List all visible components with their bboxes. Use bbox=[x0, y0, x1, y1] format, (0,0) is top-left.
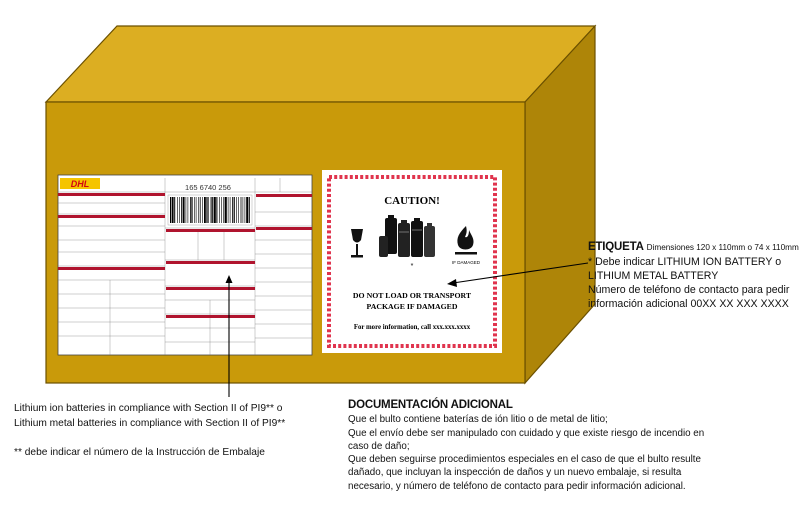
flammable-flame-icon bbox=[455, 226, 477, 255]
barcode-bar bbox=[212, 197, 214, 223]
lithium-line: Lithium ion batteries in compliance with… bbox=[14, 403, 283, 414]
etiqueta-title: ETIQUETA bbox=[588, 241, 644, 253]
package-diagram: DHL 165 6740 256 CAUTION! bbox=[44, 24, 597, 397]
barcode-bar bbox=[238, 197, 239, 223]
etiqueta-line: Número de teléfono de contacto para pedi… bbox=[588, 284, 790, 296]
documentacion-line: dañado, que incluyan la inspección de da… bbox=[348, 467, 682, 479]
barcode-bar bbox=[233, 197, 235, 223]
packing-instruction-footnote: ** debe indicar el número de la Instrucc… bbox=[14, 447, 265, 458]
barcode-bar bbox=[179, 197, 180, 223]
barcode-bar bbox=[174, 197, 176, 223]
barcode-bar bbox=[200, 197, 201, 223]
hatched-border bbox=[327, 175, 497, 348]
barcode-bar bbox=[202, 197, 203, 223]
etiqueta-dimensions: Dimensiones 120 x 110mm o 74 x 110mm bbox=[646, 243, 799, 252]
form-section-band bbox=[166, 287, 255, 290]
info-phone-line: For more information, call xxx.xxx.xxxx bbox=[354, 324, 471, 331]
barcode-bar bbox=[187, 197, 189, 223]
barcode-bar bbox=[242, 197, 244, 223]
barcode-bar bbox=[190, 197, 191, 223]
barcode-bar bbox=[177, 197, 178, 223]
barcode-bar bbox=[232, 197, 233, 223]
etiqueta-line: LITHIUM METAL BATTERY bbox=[588, 270, 719, 282]
barcode-bar bbox=[185, 197, 187, 223]
barcode-bar bbox=[182, 197, 185, 223]
documentacion-line: Que el envío debe ser manipulado con cui… bbox=[348, 427, 705, 439]
etiqueta-line: información adicional 00XX XX XXX XXXX bbox=[588, 298, 789, 310]
barcode-bar bbox=[214, 197, 216, 223]
form-section-band bbox=[58, 193, 165, 196]
barcode-bar bbox=[170, 197, 172, 223]
barcode-bar bbox=[227, 197, 229, 223]
barcode-bar bbox=[219, 197, 220, 223]
air-waybill-document: DHL 165 6740 256 bbox=[57, 174, 313, 356]
barcode-bar bbox=[224, 197, 227, 223]
barcode-frame bbox=[167, 194, 253, 226]
lithium-line: Lithium metal batteries in compliance wi… bbox=[14, 418, 286, 429]
barcode-bar bbox=[171, 197, 174, 223]
battery-marking-star: * bbox=[411, 263, 414, 270]
documentacion-title: DOCUMENTACIÓN ADICIONAL bbox=[348, 399, 513, 411]
barcode-bar bbox=[221, 197, 222, 223]
warning-line-2: PACKAGE IF DAMAGED bbox=[367, 302, 458, 311]
pointer-arrow-to-label bbox=[447, 262, 589, 287]
caution-title: CAUTION! bbox=[384, 195, 440, 207]
form-section-band bbox=[166, 229, 255, 232]
documentacion-line: caso de daño; bbox=[348, 440, 410, 452]
barcode-bar bbox=[216, 197, 218, 223]
awb-number: 165 6740 256 bbox=[185, 183, 231, 192]
etiqueta-note: ETIQUETA Dimensiones 120 x 110mm o 74 x … bbox=[588, 240, 799, 311]
barcode-bar bbox=[191, 197, 193, 223]
form-section-headers bbox=[58, 193, 312, 318]
barcode-bar bbox=[248, 197, 250, 223]
etiqueta-line: * Debe indicar LITHIUM ION BATTERY o bbox=[588, 256, 782, 268]
barcode-bar bbox=[223, 197, 225, 223]
pointer-arrow-to-waybill bbox=[225, 275, 233, 397]
barcode-bar bbox=[198, 197, 200, 223]
barcode-bar bbox=[236, 197, 237, 223]
barcode-bar bbox=[229, 197, 231, 223]
form-section-band bbox=[58, 267, 165, 270]
lithium-compliance-note: Lithium ion batteries in compliance with… bbox=[14, 401, 285, 431]
documentacion-line: Que deben seguirse procedimientos especi… bbox=[348, 454, 701, 466]
barcode-bar bbox=[210, 197, 212, 223]
if-damaged-caption: IF DAMAGED bbox=[452, 260, 481, 265]
form-section-band bbox=[58, 215, 165, 218]
form-section-band bbox=[166, 261, 255, 264]
form-section-band bbox=[256, 194, 312, 197]
barcode-bar bbox=[240, 197, 242, 223]
barcode-bar bbox=[194, 197, 195, 223]
fragile-glass-icon bbox=[351, 229, 363, 258]
dhl-logo-background bbox=[60, 178, 100, 189]
caution-label: CAUTION! IF DAMAGED * DO NO bbox=[322, 170, 502, 353]
barcode-bar bbox=[195, 197, 197, 223]
form-section-band bbox=[166, 315, 255, 318]
barcode-bar bbox=[246, 197, 248, 223]
etiqueta-heading: ETIQUETA Dimensiones 120 x 110mm o 74 x … bbox=[588, 240, 799, 255]
barcode-bar bbox=[206, 197, 208, 223]
warning-line-1: DO NOT LOAD OR TRANSPORT bbox=[353, 291, 472, 300]
documentacion-line: Que el bulto contiene baterías de ión li… bbox=[348, 414, 608, 426]
barcode-bar bbox=[208, 197, 209, 223]
box-top-face bbox=[44, 25, 597, 103]
form-fields bbox=[58, 178, 312, 355]
documentacion-adicional: DOCUMENTACIÓN ADICIONAL Que el bulto con… bbox=[348, 399, 704, 493]
battery-cells-icon bbox=[379, 215, 435, 257]
barcode-bar bbox=[244, 197, 246, 223]
form-section-band bbox=[256, 227, 312, 230]
barcode-bar bbox=[204, 197, 206, 223]
barcode bbox=[170, 197, 250, 223]
dhl-logo: DHL bbox=[71, 179, 90, 189]
barcode-bar bbox=[181, 197, 182, 223]
documentacion-line: necesario, y número de teléfono de conta… bbox=[348, 480, 686, 492]
